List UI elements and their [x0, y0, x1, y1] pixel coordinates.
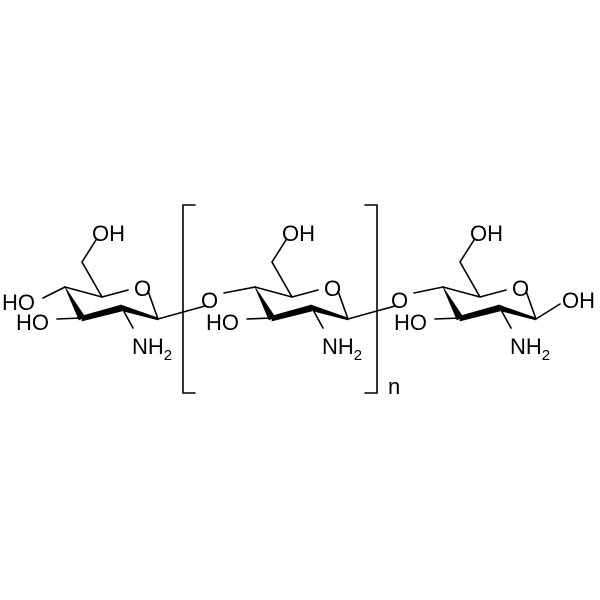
ring-oxygen-label: O	[324, 276, 341, 301]
ring-oxygen-label: O	[134, 276, 151, 301]
nh2-label: NH2	[510, 334, 550, 364]
repeat-count-label: n	[388, 374, 400, 399]
ho-label: HO	[394, 310, 427, 335]
glucosamine-unit-3: OH O HO NH2 OH	[394, 221, 595, 364]
glycosidic-oxygen-label: O	[391, 288, 408, 313]
ho-label: HO	[16, 310, 49, 335]
oh-label: OH	[470, 221, 503, 246]
nh2-label: NH2	[132, 334, 172, 364]
right-bracket	[364, 204, 378, 394]
ring-oxygen-label: O	[512, 276, 529, 301]
ho-label: HO	[2, 290, 35, 315]
anomeric-oh-label: OH	[562, 288, 595, 313]
glucosamine-unit-1: OH O HO HO NH2 O	[2, 221, 256, 364]
oh-label: OH	[282, 221, 315, 246]
left-bracket	[182, 204, 196, 394]
ho-label: HO	[206, 310, 239, 335]
glycosidic-oxygen-label: O	[201, 288, 218, 313]
glucosamine-unit-2: OH O HO NH2 O	[206, 221, 444, 364]
nh2-label: NH2	[322, 334, 362, 364]
oh-label: OH	[92, 221, 125, 246]
